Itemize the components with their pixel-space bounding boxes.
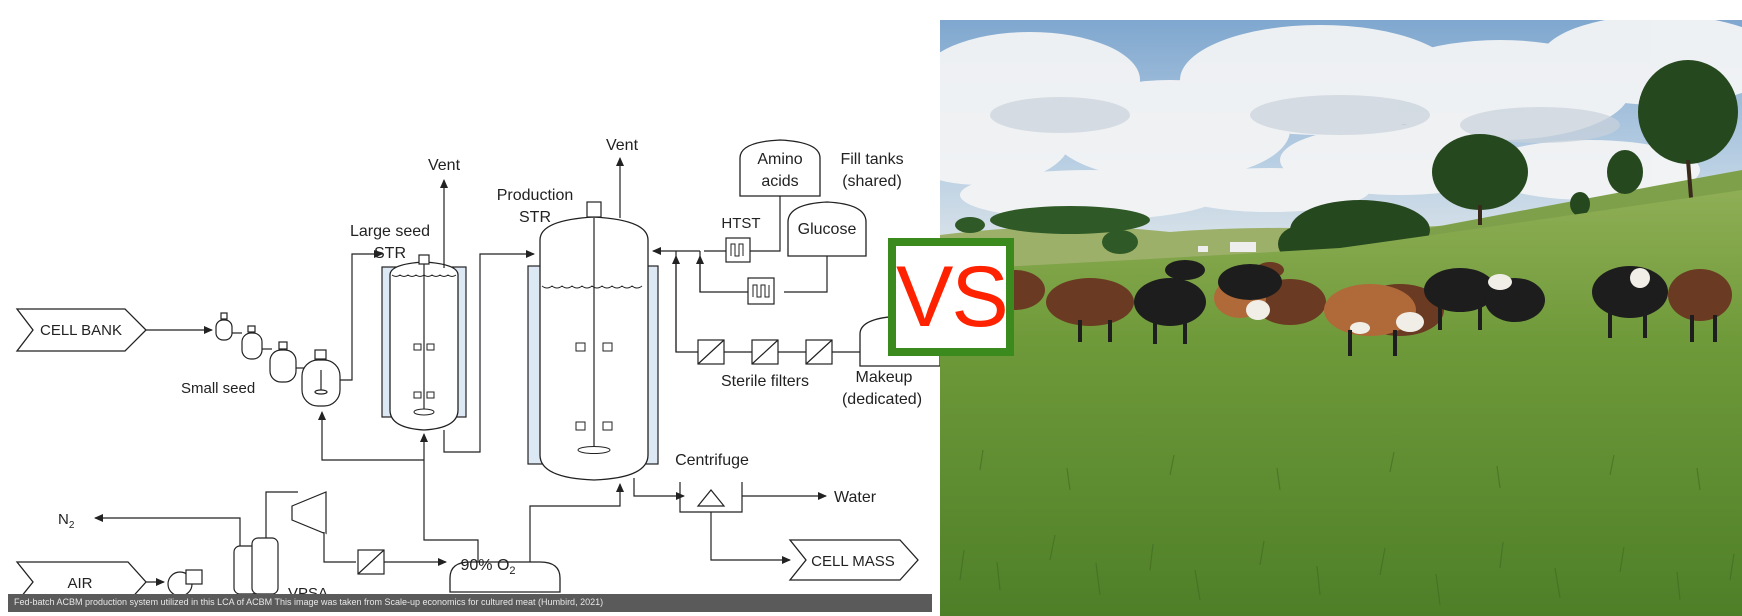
vs-label: VS bbox=[896, 249, 1009, 345]
sterile-filters-label: Sterile filters bbox=[721, 373, 809, 390]
amino-acids-tank bbox=[739, 139, 821, 197]
cell-mass-label: CELL MASS bbox=[811, 553, 895, 570]
oxygen-tank-label: 90% O2 bbox=[460, 557, 515, 577]
cattle-herd bbox=[940, 260, 1732, 356]
large-seed-str bbox=[381, 254, 467, 431]
amino-label-line2: acids bbox=[761, 173, 798, 190]
oxygen-tank bbox=[449, 561, 561, 593]
vent-left-label: Vent bbox=[428, 157, 461, 174]
centrifuge-label: Centrifuge bbox=[675, 452, 749, 469]
glucose-label: Glucose bbox=[798, 221, 857, 238]
fill-tanks-label-line2: (shared) bbox=[842, 173, 902, 190]
htst-exchanger bbox=[725, 237, 751, 263]
large-seed-label-line2: STR bbox=[374, 245, 406, 262]
vpsa-unit bbox=[233, 491, 385, 595]
glucose-tank bbox=[787, 201, 867, 257]
makeup-label-line2: (dedicated) bbox=[842, 391, 922, 408]
small-seed-label: Small seed bbox=[181, 380, 255, 397]
air-shape: AIR bbox=[15, 561, 147, 603]
fill-tanks-label-line1: Fill tanks bbox=[840, 151, 903, 168]
clouds-shadow bbox=[990, 95, 1620, 143]
distant-treeline bbox=[955, 206, 1150, 254]
process-flow-diagram: CELL BANK Small seed Large seed STR V bbox=[15, 137, 940, 603]
htst-exchanger-2 bbox=[747, 277, 775, 305]
n2-label: N2 bbox=[58, 511, 75, 531]
large-seed-label-line1: Large seed bbox=[350, 223, 430, 240]
figure-caption: Fed-batch ACBM production system utilize… bbox=[14, 597, 604, 607]
water-label: Water bbox=[834, 489, 877, 506]
air-blower bbox=[167, 569, 203, 597]
air-label: AIR bbox=[67, 575, 92, 592]
cell-mass-shape: CELL MASS bbox=[788, 539, 919, 581]
farm-buildings bbox=[1198, 242, 1256, 252]
centrifuge bbox=[679, 482, 743, 513]
vs-badge: VS bbox=[888, 238, 1014, 356]
grass-texture bbox=[959, 449, 1735, 606]
htst-label: HTST bbox=[721, 215, 760, 232]
makeup-label-line1: Makeup bbox=[856, 369, 913, 386]
production-label-line1: Production bbox=[497, 187, 574, 204]
small-seed-vessels bbox=[215, 312, 341, 407]
pasture-cattle-photo bbox=[940, 20, 1742, 616]
amino-label-line1: Amino bbox=[757, 151, 802, 168]
production-str bbox=[527, 201, 659, 481]
vent-right-label: Vent bbox=[606, 137, 639, 154]
caption-bar bbox=[8, 594, 932, 612]
production-label-line2: STR bbox=[519, 209, 551, 226]
cell-bank-label: CELL BANK bbox=[40, 322, 122, 339]
sterile-filters bbox=[697, 339, 833, 365]
cell-bank-shape: CELL BANK bbox=[15, 308, 147, 352]
